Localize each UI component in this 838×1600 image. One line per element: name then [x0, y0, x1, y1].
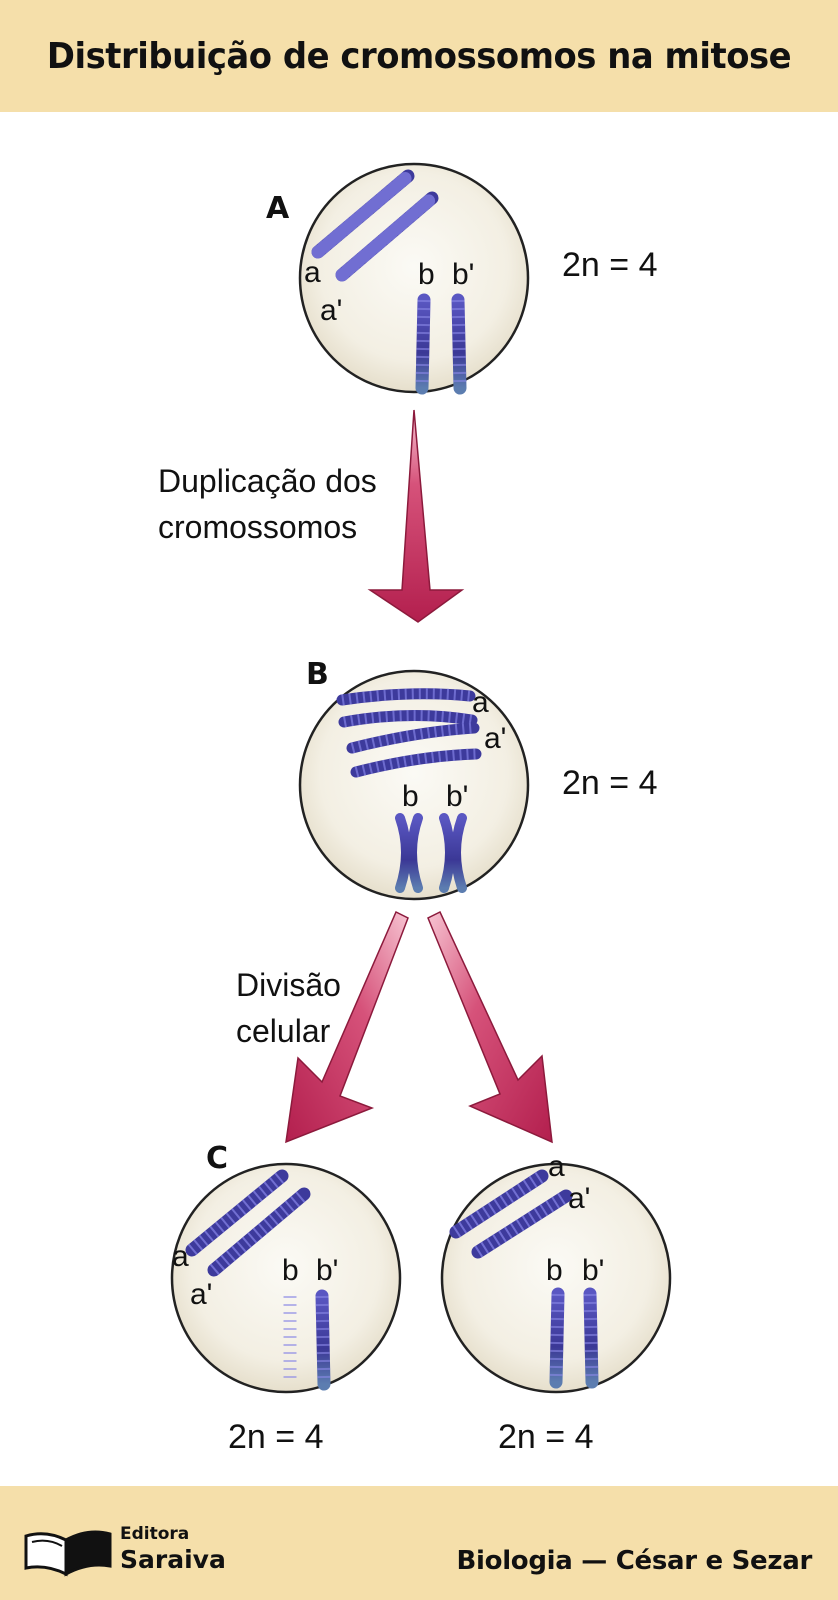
cell-a-label-b: b	[418, 258, 435, 291]
cell-b-label-a: a	[472, 686, 489, 719]
division-arrow-right	[427, 910, 553, 1144]
book-credit: Biologia — César e Sezar	[456, 1546, 813, 1576]
cell-a-label-a: a	[304, 256, 321, 289]
duplication-label-line1: Duplicação dos	[158, 463, 377, 499]
cell-c-right-label-b: b	[546, 1254, 563, 1287]
footer-banner	[0, 1486, 838, 1600]
cell-b-ploidy: 2n = 4	[562, 764, 657, 802]
cell-c-left-label-a-prime: a'	[190, 1278, 212, 1311]
cell-c-right	[440, 1162, 672, 1394]
cell-c-left-ploidy: 2n = 4	[228, 1418, 323, 1456]
division-label-line2: celular	[236, 1013, 331, 1049]
chromosome-b-prime	[451, 293, 467, 395]
chromosome-b-prime-duplicated	[439, 813, 467, 893]
cell-b-label-b: b	[402, 780, 419, 813]
publisher-name-line2: Saraiva	[120, 1545, 226, 1574]
cell-b-label-b-prime: b'	[446, 780, 468, 813]
chromosome-b-duplicated	[395, 813, 423, 893]
duplication-arrow	[367, 409, 465, 623]
duplication-label-line2: cromossomos	[158, 509, 357, 545]
chromosome-a	[449, 1169, 549, 1239]
chromosome-b-prime	[583, 1287, 599, 1389]
chromosome-a-prime	[471, 1189, 573, 1259]
chromosome-a-prime	[335, 191, 439, 282]
chromosome-a-prime	[207, 1187, 311, 1277]
cell-c-left-label-b-prime: b'	[316, 1254, 338, 1287]
chromosome-b	[415, 293, 431, 395]
publisher-name-line1: Editora	[120, 1524, 190, 1544]
cell-a	[298, 162, 530, 394]
chromosome-a-duplicated	[336, 688, 478, 728]
page-title: Distribuição de cromossomos na mitose	[46, 35, 792, 77]
cell-c-right-ploidy: 2n = 4	[498, 1418, 593, 1456]
cell-a-ploidy: 2n = 4	[562, 246, 657, 284]
chromosome-a	[311, 169, 415, 259]
open-book-icon	[24, 1530, 112, 1577]
chromosome-b-prime	[315, 1289, 331, 1391]
cell-c-letter: C	[206, 1141, 228, 1176]
division-label-line1: Divisão	[236, 967, 341, 1003]
cell-c-left-label-a: a	[172, 1240, 189, 1273]
cell-c-right-label-a-prime: a'	[568, 1182, 590, 1215]
chromosome-a	[185, 1169, 289, 1257]
cell-c-right-label-a: a	[548, 1150, 565, 1183]
chromosome-a-prime-duplicated	[346, 722, 482, 778]
cell-a-label-a-prime: a'	[320, 294, 342, 327]
cell-a-letter: A	[266, 191, 290, 226]
cell-b-letter: B	[306, 657, 329, 692]
cell-c-right-label-b-prime: b'	[582, 1254, 604, 1287]
division-arrow-left	[285, 910, 409, 1144]
title-banner	[0, 0, 838, 112]
cell-b-label-a-prime: a'	[484, 722, 506, 755]
cell-c-left-label-b: b	[282, 1254, 299, 1287]
chromosome-b	[549, 1287, 565, 1389]
cell-a-label-b-prime: b'	[452, 258, 474, 291]
